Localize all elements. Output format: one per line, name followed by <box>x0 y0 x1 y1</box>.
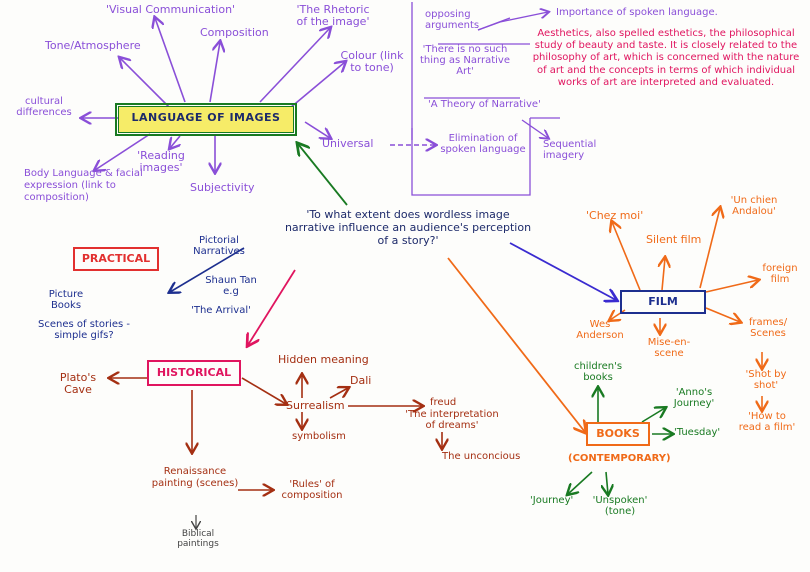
importance-spoken-node: Importance of spoken language. <box>556 7 718 18</box>
colour-node: Colour (link to tone) <box>340 49 404 74</box>
pictorial-narratives-node: Pictorial Narratives <box>193 235 245 257</box>
wes-anderson-node: Wes Anderson <box>576 319 624 341</box>
freud-node: freud <box>430 397 457 408</box>
silent-film-node: Silent film <box>646 233 702 246</box>
sequential-imagery-node: Sequential imagery <box>543 139 597 161</box>
hidden-meaning-node: Hidden meaning <box>278 353 369 366</box>
frames-scenes-node: frames/ Scenes <box>748 317 788 339</box>
contemporary-node: (CONTEMPORARY) <box>568 453 671 464</box>
annos-journey-node: 'Anno's Journey' <box>673 387 715 409</box>
tuesday-node: 'Tuesday' <box>674 427 721 438</box>
shaun-tan-node: Shaun Tan e.g <box>205 275 257 297</box>
interpretation-dreams-node: 'The interpretation of dreams' <box>405 409 499 431</box>
picture-books-node: Picture Books <box>48 289 84 311</box>
unspoken-node: 'Unspoken' (tone) <box>592 495 648 517</box>
subjectivity-node: Subjectivity <box>190 181 255 194</box>
central-question: 'To what extent does wordless image narr… <box>284 208 532 248</box>
books-box <box>586 422 650 446</box>
aesthetics-note: Aesthetics, also spelled esthetics, the … <box>532 28 800 88</box>
universal-node: Universal <box>322 137 374 150</box>
no-such-thing-node: 'There is no such thing as Narrative Art… <box>420 44 510 77</box>
body-language-node: Body Language & facial expression (link … <box>24 168 143 203</box>
language-of-images-node <box>118 106 294 133</box>
mise-en-scene-node: Mise-en-scene <box>647 337 691 359</box>
how-to-read-node: 'How to read a film' <box>738 411 796 433</box>
historical-label: HISTORICAL <box>156 366 232 379</box>
books-label: BOOKS <box>596 427 640 440</box>
rules-composition-node: 'Rules' of composition <box>281 479 343 501</box>
foreign-film-node: foreign film <box>762 263 798 285</box>
the-arrival-node: 'The Arrival' <box>191 305 251 316</box>
elimination-node: Elimination of spoken language <box>440 133 526 155</box>
biblical-node: Biblical paintings <box>177 529 219 549</box>
tone-atmosphere-node: Tone/Atmosphere <box>45 39 141 52</box>
cultural-differences-node: cultural differences <box>16 96 72 118</box>
shot-by-shot-node: 'Shot by shot' <box>745 369 787 391</box>
opposing-arguments-node: opposing arguments <box>425 9 480 31</box>
film-label: FILM <box>648 295 678 308</box>
symbolism-node: symbolism <box>292 431 346 442</box>
childrens-books-node: children's books <box>573 361 623 383</box>
language-of-images-label: LANGUAGE OF IMAGES <box>131 111 281 124</box>
theory-narrative-node: 'A Theory of Narrative' <box>428 99 541 110</box>
unconscious-node: The unconcious <box>442 451 521 462</box>
composition-node: Composition <box>200 26 269 39</box>
platos-cave-node: Plato's Cave <box>59 371 97 396</box>
surrealism-node: Surrealism <box>286 399 345 412</box>
journey-node: 'Journey' <box>530 495 574 506</box>
un-chien-node: 'Un chien Andalou' <box>730 195 778 217</box>
dali-node: Dali <box>350 374 372 387</box>
historical-box <box>147 360 241 386</box>
chez-moi-node: 'Chez moi' <box>586 209 644 222</box>
rhetoric-node: 'The Rhetoric of the image' <box>296 3 370 28</box>
reading-images-node: 'Reading images' <box>137 149 185 174</box>
film-box <box>620 290 706 314</box>
scenes-gifs-node: Scenes of stories - simple gifs? <box>38 319 130 341</box>
practical-label: PRACTICAL <box>81 252 151 265</box>
renaissance-node: Renaissance painting (scenes) <box>151 466 239 489</box>
practical-box <box>73 247 159 271</box>
visual-communication-node: 'Visual Communication' <box>106 3 236 16</box>
